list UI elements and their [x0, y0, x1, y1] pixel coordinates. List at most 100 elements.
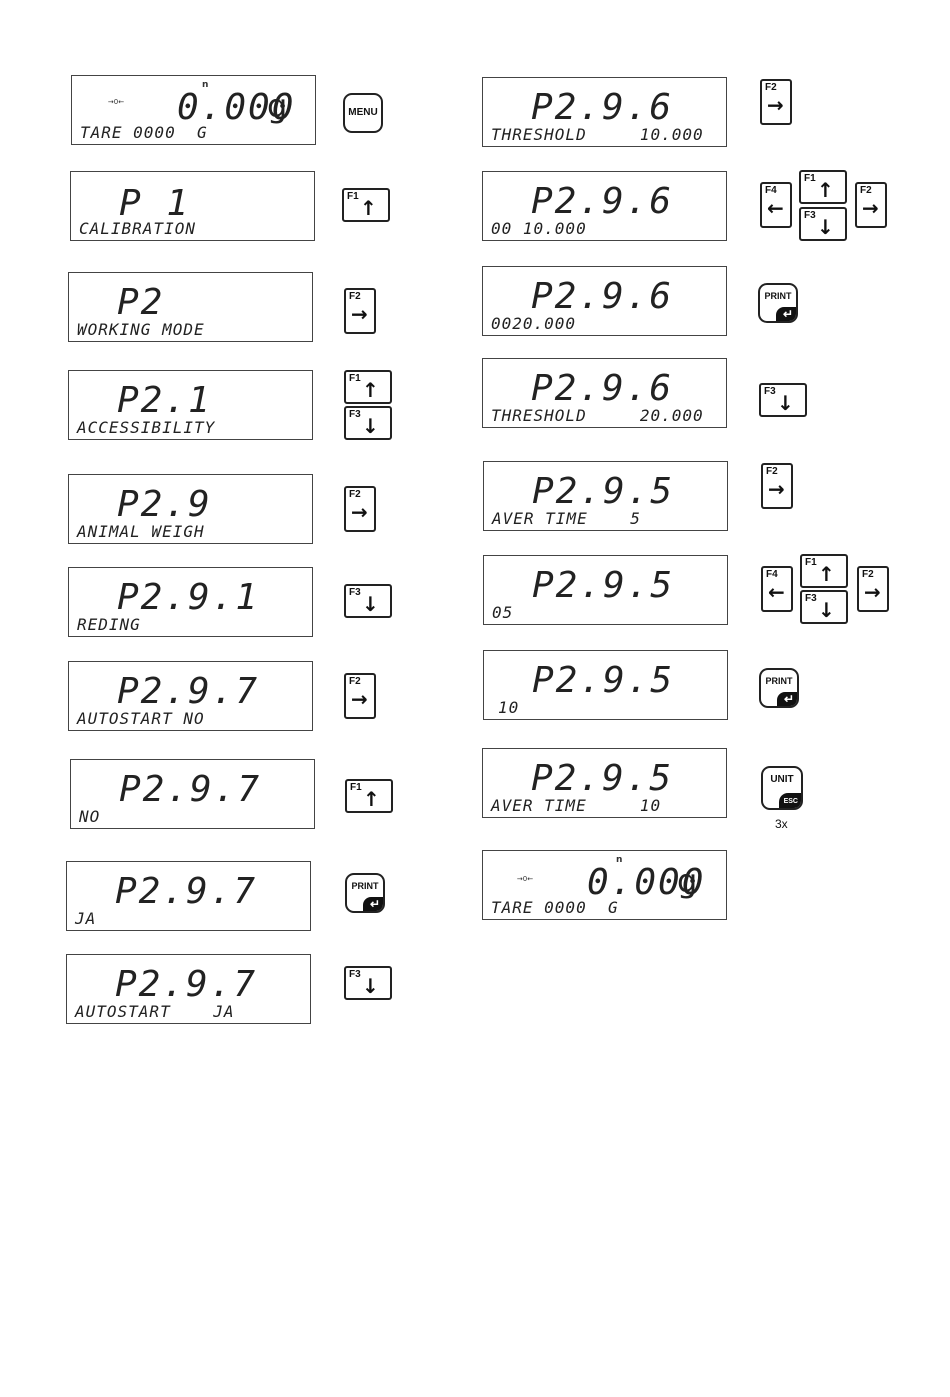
display-sub-text: THRESHOLD 20.000	[491, 406, 704, 425]
f2-label: F2	[349, 291, 361, 302]
f1-label: F1	[350, 782, 362, 793]
display-main-value: P2.9.5	[532, 471, 675, 512]
f2-right-key[interactable]: F2 →	[857, 566, 889, 612]
stability-indicator-icon: n	[616, 855, 623, 865]
arrow-right-icon: →	[351, 302, 368, 326]
display-p2-9: P2.9 ANIMAL WEIGH	[68, 474, 313, 544]
display-p2-9-7-no: P2.9.7 NO	[70, 759, 315, 829]
unit-key-label: UNIT	[770, 774, 794, 785]
f1-label: F1	[804, 173, 816, 184]
display-sub-text: JA	[75, 909, 97, 928]
f4-left-key[interactable]: F4 ←	[760, 182, 792, 228]
display-main-value: P2.9.7	[115, 964, 258, 1005]
display-p2-9-6-threshold: P2.9.6 THRESHOLD 10.000	[482, 77, 727, 147]
f1-label: F1	[349, 373, 361, 384]
display-main-value: P2.9.1	[117, 577, 260, 618]
f3-down-key[interactable]: F3 ↓	[759, 383, 807, 417]
unit-esc-key[interactable]: UNIT ESC	[761, 766, 803, 810]
display-sub-text: REDING	[77, 615, 141, 634]
display-main-value: P2.9	[117, 484, 212, 525]
arrow-up-icon: ↑	[363, 787, 380, 811]
print-enter-key[interactable]: PRINT ↵	[345, 873, 385, 913]
display-sub-text: ANIMAL WEIGH	[77, 522, 205, 541]
f3-down-key[interactable]: F3 ↓	[800, 590, 848, 624]
display-unit: g	[267, 87, 288, 125]
f1-up-key[interactable]: F1 ↑	[344, 370, 392, 404]
display-sub-text: 0020.000	[491, 314, 577, 333]
display-home-weight-final: →0← n 0.000 g TARE 0000 G	[482, 850, 727, 920]
f3-down-key[interactable]: F3 ↓	[344, 966, 392, 1000]
display-main-value: P2.9.6	[531, 87, 674, 128]
display-p2-9-5-aver-time: P2.9.5 AVER TIME 5	[483, 461, 728, 531]
print-enter-key[interactable]: PRINT ↵	[758, 283, 798, 323]
f1-up-key[interactable]: F1 ↑	[345, 779, 393, 813]
f4-label: F4	[765, 185, 777, 196]
f2-right-key[interactable]: F2 →	[760, 79, 792, 125]
display-main-value: P2.9.7	[115, 871, 258, 912]
arrow-right-icon: →	[768, 477, 785, 501]
f1-up-key[interactable]: F1 ↑	[800, 554, 848, 588]
arrow-down-icon: ↓	[362, 974, 379, 998]
f4-left-key[interactable]: F4 ←	[761, 566, 793, 612]
print-key-label: PRINT	[351, 881, 379, 891]
display-sub-text: AUTOSTART NO	[77, 709, 205, 728]
f2-right-key[interactable]: F2 →	[344, 673, 376, 719]
display-sub-text: 05	[492, 603, 514, 622]
f2-right-key[interactable]: F2 →	[855, 182, 887, 228]
f1-up-key[interactable]: F1 ↑	[342, 188, 390, 222]
esc-corner-shape	[779, 793, 801, 808]
display-home-weight: →0← n 0.000 g TARE 0000 G	[71, 75, 316, 145]
f2-right-key[interactable]: F2 →	[761, 463, 793, 509]
f1-up-key[interactable]: F1 ↑	[799, 170, 847, 204]
display-main-value: P2.9.6	[531, 368, 674, 409]
f3-label: F3	[804, 210, 816, 221]
f2-label: F2	[766, 466, 778, 477]
stability-indicator-icon: n	[202, 80, 209, 90]
arrow-right-icon: →	[864, 580, 881, 604]
enter-corner-shape	[777, 692, 797, 706]
f3-down-key[interactable]: F3 ↓	[344, 406, 392, 440]
display-sub-text: CALIBRATION	[79, 219, 196, 238]
display-main-value: P2.9.5	[531, 758, 674, 799]
f2-right-key[interactable]: F2 →	[344, 486, 376, 532]
display-main-value: 0.000	[177, 87, 296, 128]
display-p2-9-7-autostart-ja: P2.9.7 AUTOSTART JA	[66, 954, 311, 1024]
display-unit: g	[677, 862, 698, 900]
f2-right-key[interactable]: F2 →	[344, 288, 376, 334]
arrow-down-icon: ↓	[362, 414, 379, 438]
f2-label: F2	[765, 82, 777, 93]
arrow-down-icon: ↓	[817, 215, 834, 239]
display-p2-9-6-edit-10: P2.9.6 00 10.000	[482, 171, 727, 241]
display-main-value: P2	[117, 282, 165, 323]
f1-label: F1	[347, 191, 359, 202]
arrow-right-icon: →	[351, 687, 368, 711]
menu-key[interactable]: MENU	[343, 93, 383, 133]
f3-down-key[interactable]: F3 ↓	[344, 584, 392, 618]
display-p2-9-7-autostart: P2.9.7 AUTOSTART NO	[68, 661, 313, 731]
f3-down-key[interactable]: F3 ↓	[799, 207, 847, 241]
enter-corner-shape	[776, 307, 796, 321]
enter-corner-shape	[363, 897, 383, 911]
display-p2-9-1: P2.9.1 REDING	[68, 567, 313, 637]
display-sub-text: ACCESSIBILITY	[77, 418, 216, 437]
display-main-value: 0.000	[587, 862, 706, 903]
arrow-up-icon: ↑	[817, 178, 834, 202]
display-main-value: P2.9.7	[117, 671, 260, 712]
display-p1: P 1 CALIBRATION	[70, 171, 315, 241]
arrow-right-icon: →	[767, 93, 784, 117]
display-p2-9-6-edit-20: P2.9.6 0020.000	[482, 266, 727, 336]
f3-label: F3	[805, 593, 817, 604]
print-enter-key[interactable]: PRINT ↵	[759, 668, 799, 708]
menu-key-label: MENU	[348, 107, 378, 118]
display-sub-text: AVER TIME 5	[492, 509, 641, 528]
f2-label: F2	[349, 489, 361, 500]
print-key-label: PRINT	[765, 676, 793, 686]
display-sub-text: 00 10.000	[491, 219, 587, 238]
f2-label: F2	[860, 185, 872, 196]
display-sub-text: NO	[79, 807, 101, 826]
display-main-value: P2.9.7	[119, 769, 262, 810]
f4-label: F4	[766, 569, 778, 580]
display-sub-text: AUTOSTART JA	[75, 1002, 235, 1021]
display-sub-text: TARE 0000 G	[491, 898, 619, 917]
arrow-up-icon: ↑	[818, 562, 835, 586]
